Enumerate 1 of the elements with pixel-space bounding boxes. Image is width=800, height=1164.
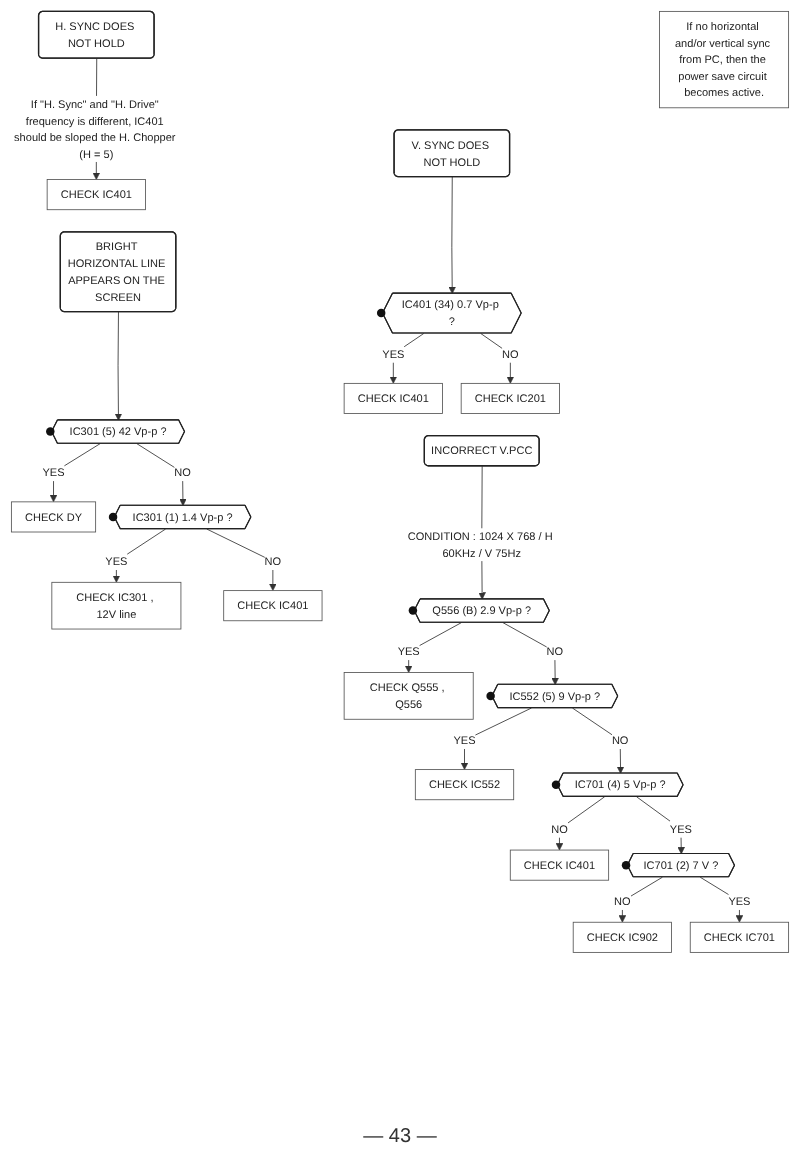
page-number: — 43 — <box>363 1126 437 1148</box>
